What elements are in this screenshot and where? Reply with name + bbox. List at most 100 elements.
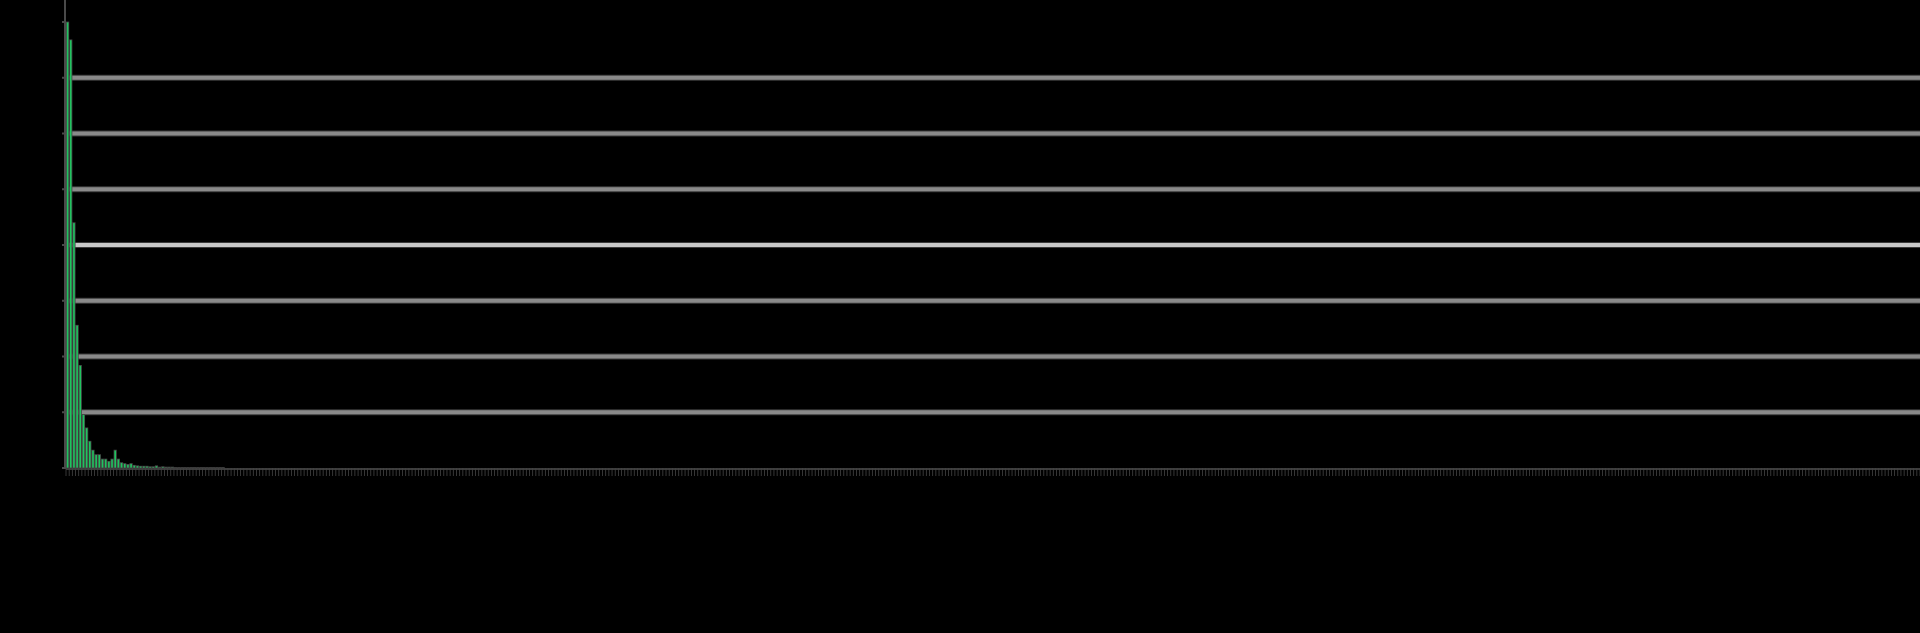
- x-tick: [1779, 468, 1781, 476]
- x-tick: [487, 468, 489, 476]
- x-tick: [78, 468, 80, 476]
- y-tick: [62, 299, 66, 302]
- x-tick: [1735, 468, 1737, 476]
- x-tick: [764, 468, 765, 476]
- x-tick: [68, 468, 70, 476]
- x-tick: [586, 468, 588, 476]
- x-tick: [789, 468, 791, 476]
- x-tick: [1259, 468, 1261, 476]
- x-tick: [910, 468, 911, 476]
- x-tick: [1033, 468, 1035, 476]
- x-tick: [891, 468, 892, 476]
- x-tick: [1265, 468, 1267, 476]
- x-tick: [1551, 468, 1553, 476]
- x-tick: [1059, 468, 1061, 476]
- x-tick: [1824, 468, 1826, 476]
- x-tick: [1002, 468, 1003, 476]
- x-tick: [1027, 468, 1029, 476]
- x-tick: [1681, 468, 1683, 476]
- x-tick: [605, 468, 607, 476]
- x-tick: [71, 468, 73, 476]
- x-tick: [1795, 468, 1797, 476]
- x-tick: [1643, 468, 1645, 476]
- x-tick: [1319, 468, 1321, 476]
- x-tick: [744, 468, 746, 476]
- x-tick: [1865, 468, 1867, 476]
- x-tick: [1608, 468, 1610, 476]
- x-tick: [1224, 468, 1226, 476]
- x-tick: [1586, 468, 1588, 476]
- x-tick: [1418, 468, 1419, 476]
- x-tick: [1354, 468, 1356, 476]
- x-tick: [1157, 468, 1159, 476]
- x-tick: [252, 468, 254, 476]
- histogram-bar: [167, 466, 171, 469]
- x-tick: [1014, 468, 1016, 476]
- x-tick: [1567, 468, 1569, 476]
- x-tick: [1065, 468, 1067, 476]
- x-tick: [776, 468, 778, 476]
- y-tick: [62, 244, 66, 246]
- x-tick: [395, 468, 397, 476]
- x-tick: [1405, 468, 1407, 476]
- x-tick: [551, 468, 553, 476]
- x-tick: [1849, 468, 1851, 476]
- x-tick: [1100, 468, 1102, 476]
- x-tick: [268, 468, 270, 476]
- x-tick: [1164, 468, 1165, 476]
- x-tick: [1246, 468, 1248, 476]
- x-tick: [1710, 468, 1711, 476]
- x-tick: [833, 468, 835, 476]
- x-tick: [598, 468, 600, 476]
- x-tick: [827, 468, 829, 476]
- x-tick: [510, 468, 511, 476]
- x-tick: [1595, 468, 1597, 476]
- x-tick: [90, 468, 92, 476]
- x-tick: [1205, 468, 1207, 476]
- x-tick: [1094, 468, 1095, 476]
- x-tick: [1110, 468, 1111, 476]
- x-tick: [741, 468, 743, 476]
- x-tick: [1618, 468, 1619, 476]
- x-tick: [1122, 468, 1124, 476]
- x-tick: [1294, 468, 1295, 476]
- histogram-bar: [161, 466, 165, 469]
- x-tick: [1916, 468, 1918, 476]
- x-tick: [541, 468, 543, 476]
- x-tick: [1659, 468, 1661, 476]
- x-tick: [1395, 468, 1397, 476]
- x-tick: [233, 468, 235, 476]
- x-tick: [1443, 468, 1445, 476]
- histogram-bar: [72, 222, 76, 469]
- x-tick: [217, 468, 219, 476]
- x-tick: [522, 468, 524, 476]
- x-tick: [1738, 468, 1740, 476]
- x-tick: [1233, 468, 1235, 476]
- x-tick: [919, 468, 921, 476]
- x-tick: [703, 468, 705, 476]
- x-tick: [1465, 468, 1467, 476]
- histogram-bar: [97, 454, 101, 469]
- x-tick: [1475, 468, 1476, 476]
- x-tick: [341, 468, 343, 476]
- x-tick: [202, 468, 203, 476]
- x-tick: [840, 468, 842, 476]
- x-tick: [646, 468, 648, 476]
- x-tick: [1271, 468, 1273, 476]
- x-tick: [767, 468, 768, 476]
- x-tick: [824, 468, 826, 476]
- x-tick: [97, 468, 99, 476]
- histogram-bar: [113, 449, 117, 469]
- x-tick: [1525, 468, 1527, 476]
- x-tick: [1037, 468, 1038, 476]
- x-tick: [1576, 468, 1578, 476]
- x-tick: [262, 468, 264, 476]
- x-tick: [1316, 468, 1318, 476]
- x-tick: [1322, 468, 1324, 476]
- x-tick: [291, 468, 292, 476]
- x-tick: [1557, 468, 1559, 476]
- x-tick: [722, 468, 724, 476]
- x-tick: [1017, 468, 1019, 476]
- x-tick: [1348, 468, 1349, 476]
